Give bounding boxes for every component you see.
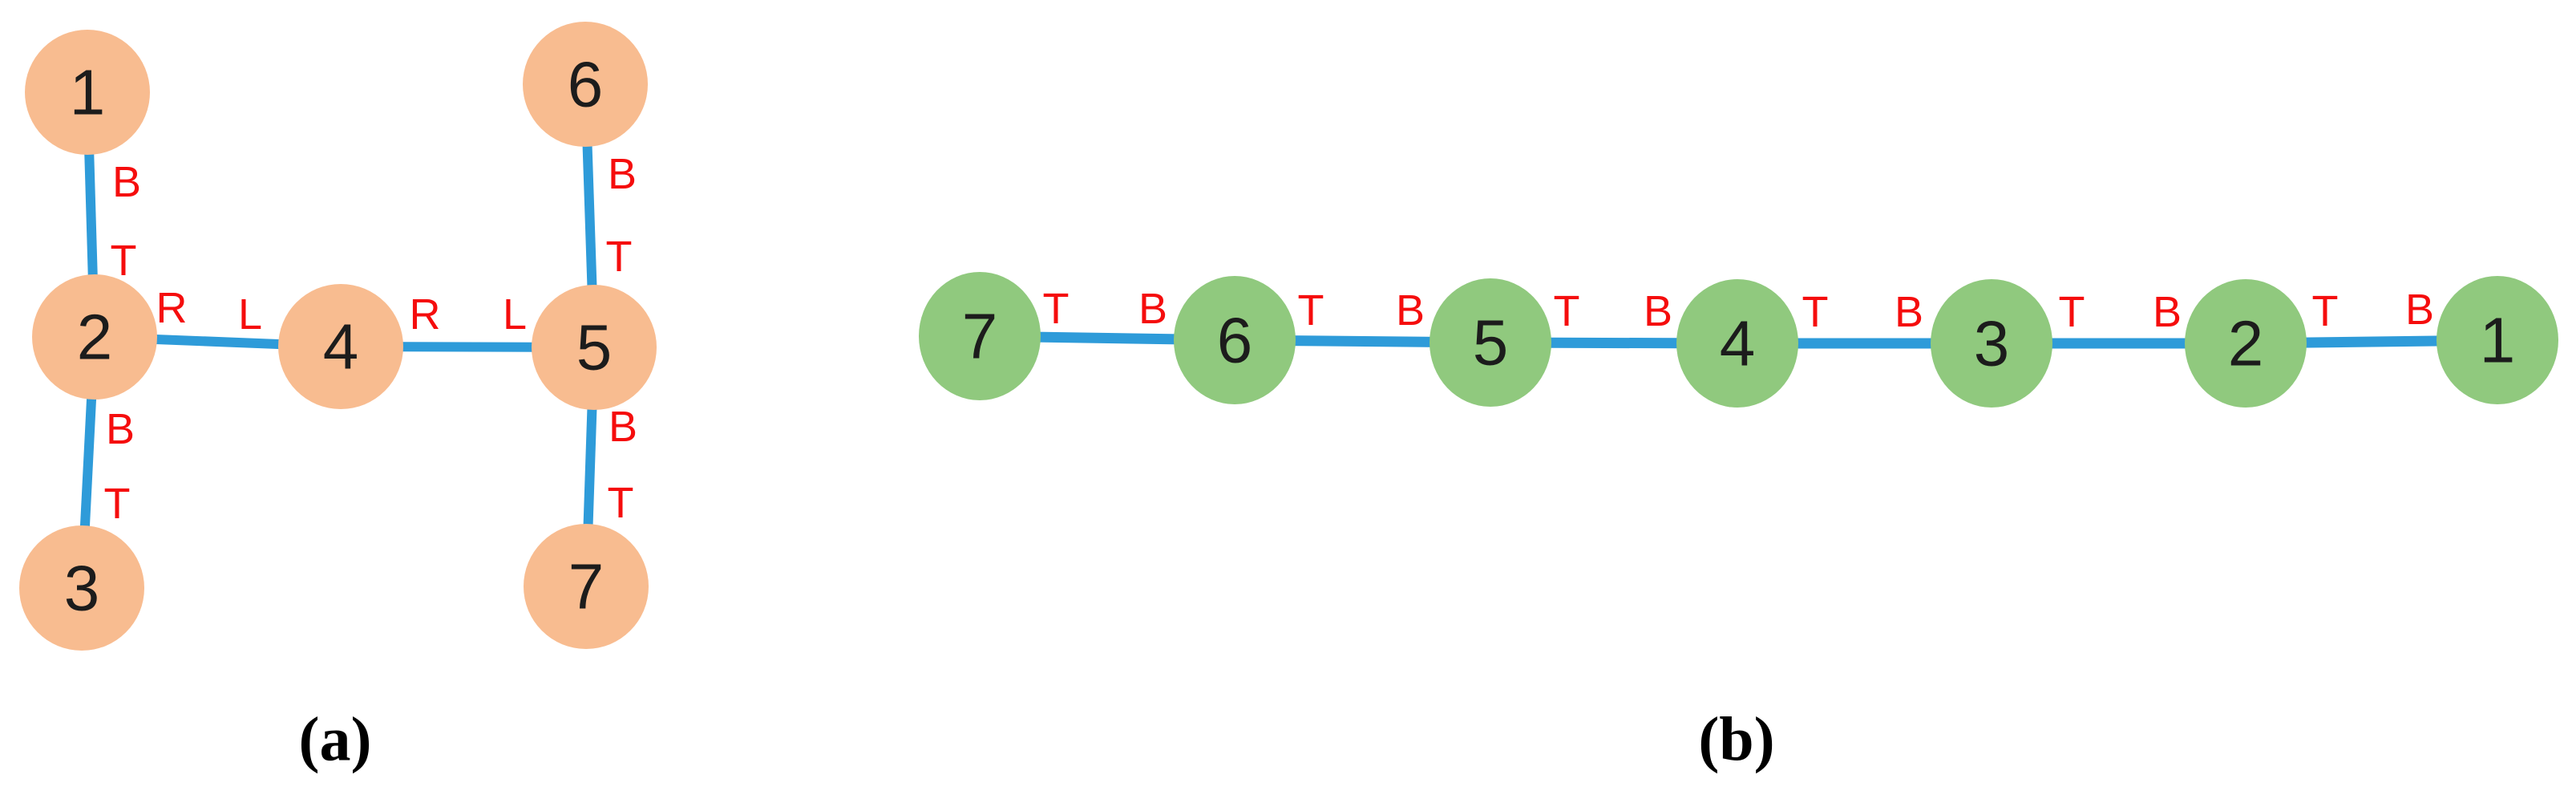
node-b-5: [1430, 278, 1551, 407]
node-number-b-2: 2: [2228, 308, 2264, 379]
port-label-t-edge-5-4: T: [1554, 287, 1580, 335]
port-label-t-edge-6-5: T: [1298, 286, 1324, 335]
port-label-b-edge-1-2: B: [112, 158, 141, 206]
node-number-a-7: 7: [568, 551, 605, 623]
node-number-b-3: 3: [1974, 308, 2010, 379]
port-label-t-edge-6-5: T: [606, 233, 633, 281]
port-label-t-edge-2-1: T: [2312, 287, 2339, 335]
node-a-5: [532, 285, 657, 410]
node-b-6: [1174, 276, 1296, 404]
port-label-b-edge-6-5: B: [1396, 286, 1425, 335]
node-number-b-6: 6: [1217, 305, 1253, 376]
node-number-b-1: 1: [2480, 305, 2516, 376]
port-label-r-edge-2-4: R: [156, 284, 188, 332]
port-label-b-edge-7-6: B: [1138, 285, 1167, 333]
panel-b-graph: 7 6 5 4 3 2 1 T B T B T B T B T B T B: [919, 272, 2558, 408]
port-label-b-edge-3-2: B: [2153, 288, 2182, 336]
node-number-a-5: 5: [576, 312, 613, 383]
node-a-1: [25, 30, 150, 155]
port-label-l-edge-2-4: L: [238, 290, 262, 339]
port-label-t-edge-3-2: T: [2059, 288, 2085, 336]
port-label-t-edge-5-7: T: [608, 479, 634, 527]
node-b-2: [2185, 279, 2307, 408]
node-a-3: [19, 525, 144, 651]
node-b-3: [1931, 279, 2052, 408]
port-label-r-edge-4-5: R: [410, 290, 441, 339]
port-label-t-edge-4-3: T: [1802, 288, 1829, 336]
port-label-t-edge-2-3: T: [104, 480, 131, 528]
node-number-a-3: 3: [64, 553, 100, 624]
node-b-7: [919, 272, 1041, 400]
node-number-b-4: 4: [1720, 308, 1756, 379]
port-label-l-edge-4-5: L: [503, 290, 527, 339]
node-a-4: [278, 284, 403, 409]
node-a-2: [32, 274, 157, 400]
port-label-b-edge-5-7: B: [609, 403, 637, 451]
port-label-b-edge-6-5: B: [608, 150, 637, 198]
node-number-a-4: 4: [323, 311, 359, 383]
caption-a: (a): [299, 704, 372, 774]
node-number-b-5: 5: [1473, 307, 1509, 379]
port-label-b-edge-2-1: B: [2405, 286, 2434, 334]
node-a-6: [523, 22, 648, 147]
node-b-1: [2436, 276, 2558, 404]
node-number-a-1: 1: [70, 57, 106, 128]
node-number-a-6: 6: [568, 49, 604, 120]
port-label-b-edge-2-3: B: [106, 405, 135, 453]
node-number-a-2: 2: [77, 302, 113, 373]
node-b-4: [1676, 279, 1798, 408]
port-label-b-edge-4-3: B: [1895, 288, 1923, 336]
caption-b: (b): [1698, 704, 1774, 774]
node-a-7: [524, 524, 649, 649]
port-label-t-edge-1-2: T: [111, 237, 137, 285]
node-number-b-7: 7: [962, 301, 998, 372]
port-label-b-edge-5-4: B: [1644, 287, 1672, 335]
port-label-t-edge-7-6: T: [1043, 285, 1070, 333]
